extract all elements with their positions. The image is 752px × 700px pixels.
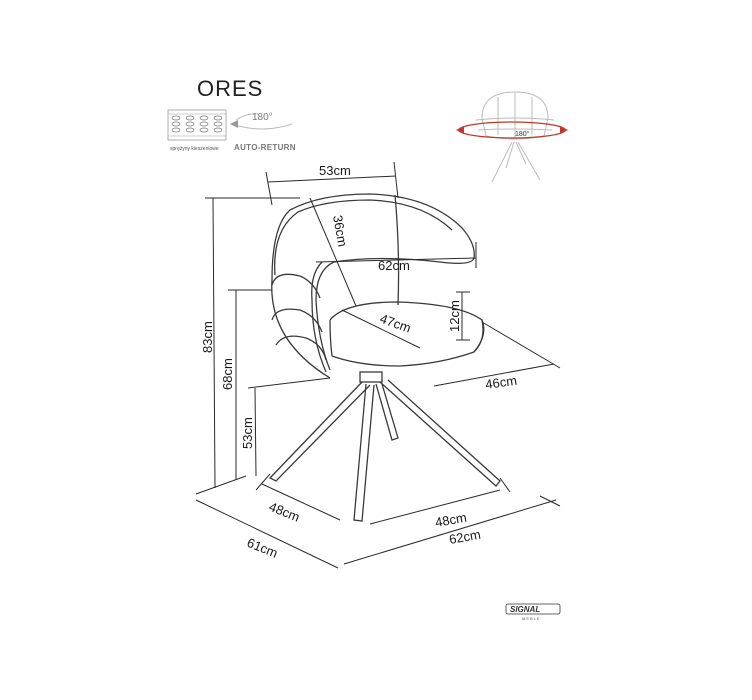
dim-seat-height: 53cm <box>240 417 255 449</box>
dim-total-height: 83cm <box>200 321 215 353</box>
dimension-lines <box>195 161 561 569</box>
dim-depth-46: 46cm <box>484 373 518 392</box>
chair-outline <box>268 193 501 522</box>
dim-seat-depth: 47cm <box>378 311 413 336</box>
dim-back-width: 53cm <box>319 163 351 178</box>
auto-return-icon <box>230 113 293 130</box>
brand-sub: MEBLE <box>522 616 541 621</box>
dim-arm-width: 62cm <box>378 258 410 273</box>
brand-name: SIGNAL <box>510 605 540 614</box>
dim-back-depth: 36cm <box>330 214 350 248</box>
dim-seat-thickness: 12cm <box>447 300 462 332</box>
pocket-springs-icon <box>167 109 227 141</box>
springs-caption: sprężyny kieszeniowe <box>170 146 219 152</box>
auto-return-label: AUTO-RETURN <box>234 143 296 152</box>
dim-base-left: 48cm <box>267 499 302 525</box>
dim-arm-height: 68cm <box>220 358 235 390</box>
swivel-thumbnail <box>456 91 568 183</box>
thumbnail-rotation-label: 180° <box>515 130 530 138</box>
rotation-label: 180° <box>252 112 273 123</box>
product-title: ORES <box>197 76 264 101</box>
brand-logo: SIGNAL MEBLE <box>505 603 561 621</box>
dim-overall-width: 62cm <box>448 527 482 547</box>
dim-overall-depth: 61cm <box>245 535 280 561</box>
dim-base-right: 48cm <box>434 510 468 530</box>
